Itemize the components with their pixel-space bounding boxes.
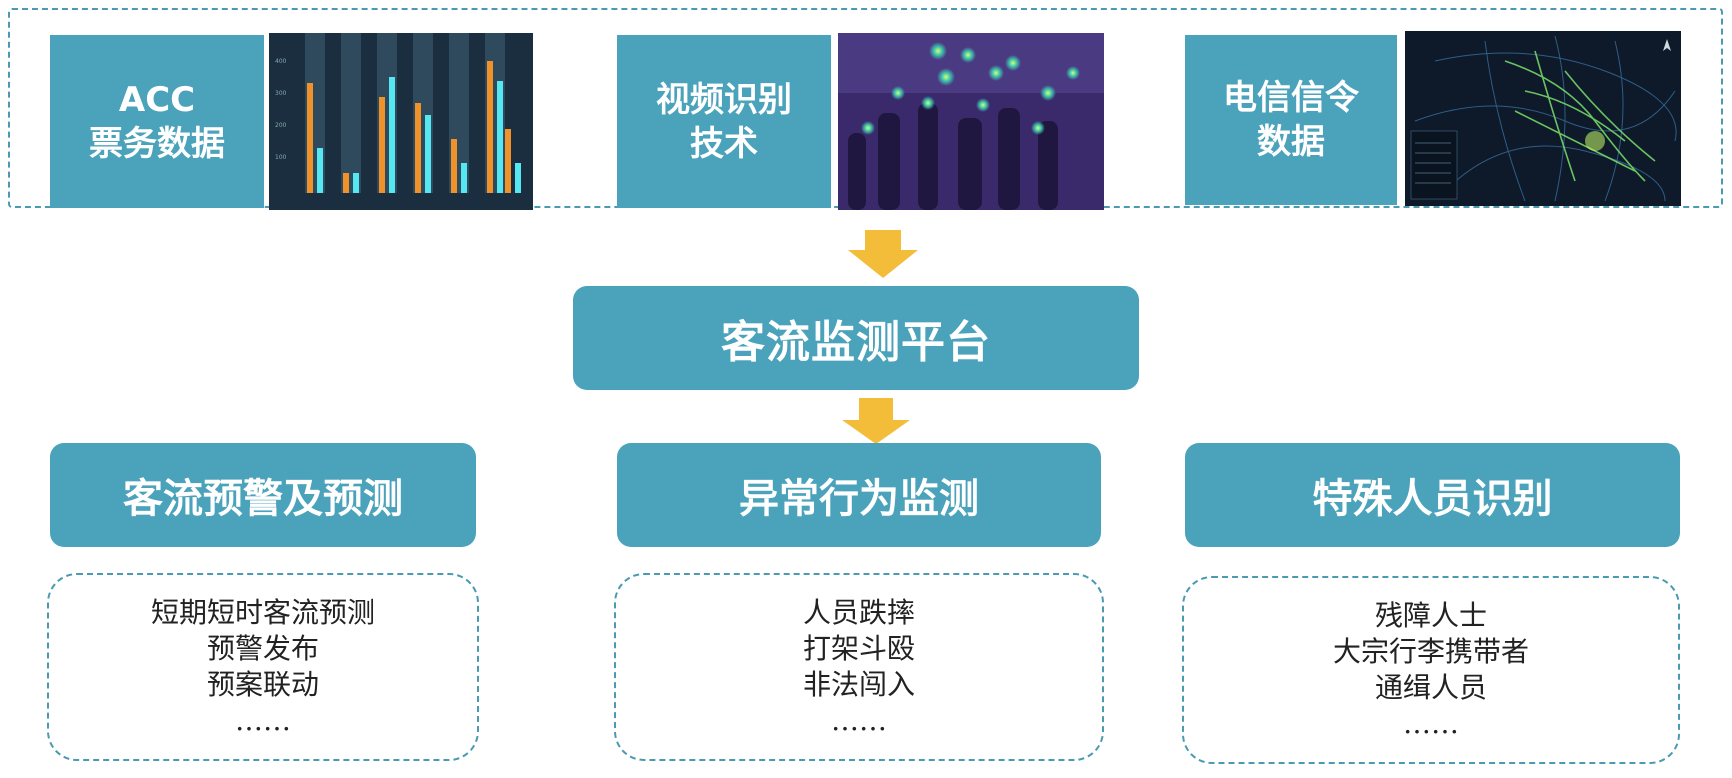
list-item: 通缉人员 [1374,671,1487,704]
svg-text:200: 200 [275,122,287,129]
svg-text:100: 100 [275,154,287,161]
arrow-down-icon [848,230,918,278]
crowd-heatmap-icon [838,33,1104,210]
list-item: 预警发布 [206,632,319,665]
list-special-personnel: 残障人士 大宗行李携带者 通缉人员 …… [1182,576,1680,764]
source-video-label: 视频识别 技术 [617,35,831,208]
list-item: 非法闯入 [802,668,915,701]
list-item: 大宗行李携带者 [1332,635,1529,668]
svg-text:300: 300 [275,90,287,97]
list-item: 预案联动 [206,668,319,701]
list-item: 短期短时客流预测 [150,596,375,629]
svg-text:400: 400 [275,58,287,65]
list-abnormal-behavior: 人员跌摔 打架斗殴 非法闯入 …… [614,573,1104,761]
category-special-personnel: 特殊人员识别 [1185,443,1680,547]
bar-chart-icon: 400 300 200 100 [269,33,533,210]
list-item: 残障人士 [1374,599,1487,632]
list-item: …… [831,704,887,737]
category-abnormal-behavior: 异常行为监测 [617,443,1101,547]
list-item: …… [1403,707,1459,740]
list-item: 打架斗殴 [802,632,915,665]
platform-box: 客流监测平台 [573,286,1139,390]
city-map-icon [1405,31,1681,206]
list-item: …… [235,704,291,737]
arrow-down-icon [842,398,910,444]
list-passenger-warning: 短期短时客流预测 预警发布 预案联动 …… [47,573,479,761]
source-acc-label: ACC 票务数据 [50,35,264,208]
category-passenger-warning: 客流预警及预测 [50,443,476,547]
source-telecom-label: 电信信令 数据 [1185,35,1397,205]
list-item: 人员跌摔 [802,596,915,629]
